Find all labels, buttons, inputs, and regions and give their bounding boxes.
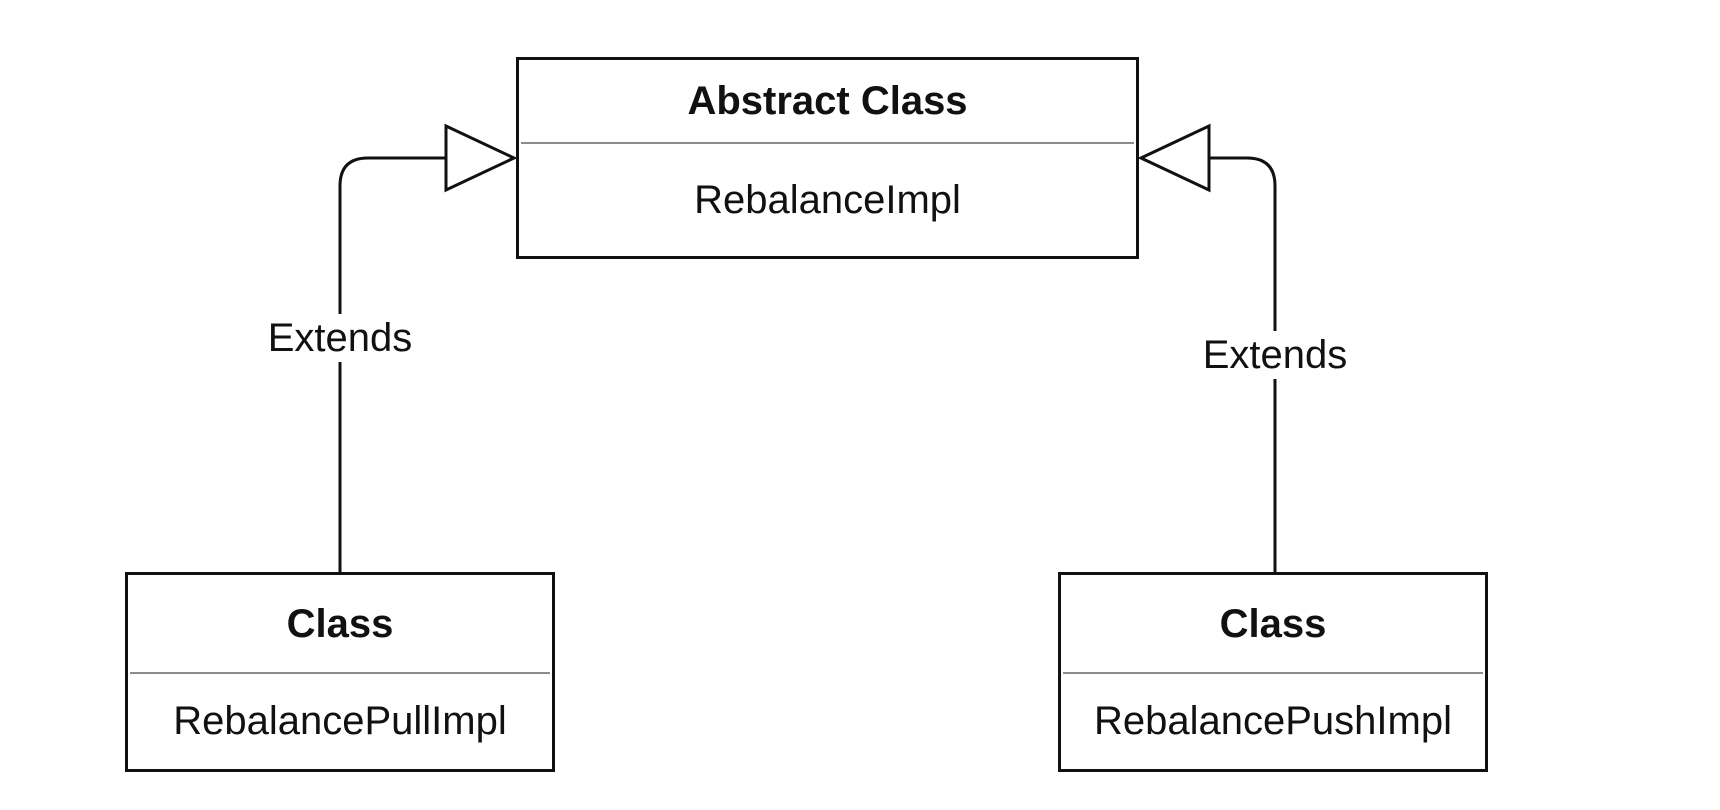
class-name: RebalancePullImpl [173, 699, 507, 743]
class-box-pull[interactable]: Class RebalancePullImpl [125, 572, 555, 772]
class-name: RebalancePushImpl [1094, 699, 1452, 743]
extends-label-push: Extends [1200, 331, 1350, 379]
inheritance-arrowhead-push [1137, 123, 1211, 193]
extends-edge-pull [338, 156, 446, 572]
extends-edge-push [1209, 156, 1277, 572]
class-stereotype: Abstract Class [687, 79, 968, 123]
abstract-class-box[interactable]: Abstract Class RebalanceImpl [516, 57, 1139, 259]
class-name: RebalanceImpl [694, 177, 961, 222]
class-divider [1063, 672, 1483, 674]
class-stereotype: Class [1219, 601, 1327, 646]
inheritance-arrowhead-pull [444, 123, 518, 193]
class-divider [521, 142, 1134, 144]
class-stereotype: Class [286, 601, 394, 646]
class-box-push[interactable]: Class RebalancePushImpl [1058, 572, 1488, 772]
extends-label-pull: Extends [265, 314, 415, 362]
class-divider [130, 672, 550, 674]
